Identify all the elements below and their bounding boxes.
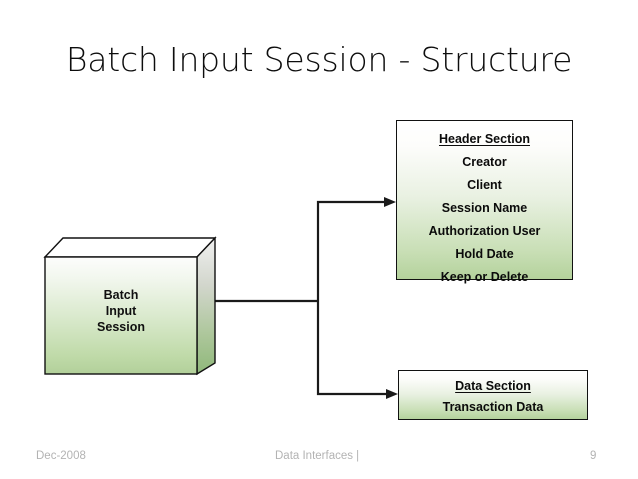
header-section-field: Session Name <box>441 201 528 215</box>
header-section-field: Keep or Delete <box>440 270 529 284</box>
cube-side-face <box>196 236 216 376</box>
data-section-box: Data Section Transaction Data <box>398 370 588 420</box>
data-section-field: Transaction Data <box>442 400 544 414</box>
cube-label-line: Batch <box>103 288 139 302</box>
header-section-field: Client <box>467 178 502 192</box>
header-section-heading: Header Section <box>438 132 530 146</box>
footer-center-text: Data Interfaces | <box>275 450 360 462</box>
footer-page-number: 9 <box>590 450 597 462</box>
cube-label-line: Input <box>105 304 137 318</box>
batch-input-session-node: Batch Input Session <box>40 232 222 382</box>
cube-top-face <box>43 237 217 258</box>
cube-label: Batch Input Session <box>45 287 197 335</box>
data-section-heading: Data Section <box>455 379 531 393</box>
header-section-field: Authorization User <box>428 224 541 238</box>
footer-date: Dec-2008 <box>36 450 86 462</box>
page-title: Batch Input Session - Structure <box>65 40 573 79</box>
data-section-lines: Data Section Transaction Data <box>399 371 587 418</box>
header-section-lines: Header Section Creator Client Session Na… <box>397 121 572 289</box>
cube-label-line: Session <box>97 320 145 334</box>
cube-front-face <box>44 256 198 375</box>
header-section-field: Hold Date <box>455 247 514 261</box>
header-section-field: Creator <box>462 155 507 169</box>
header-section-box: Header Section Creator Client Session Na… <box>396 120 573 284</box>
